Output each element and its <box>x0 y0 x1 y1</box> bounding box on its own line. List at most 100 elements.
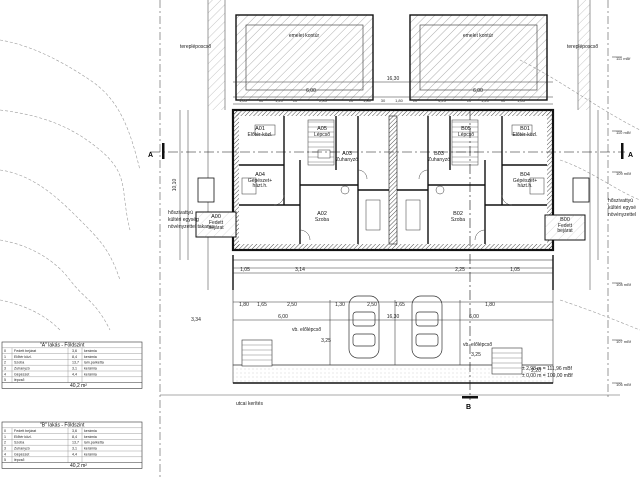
room-code-a01: A01 <box>255 126 265 132</box>
table-cell: kerámia <box>84 349 97 353</box>
table-cell: kerámia <box>84 367 97 371</box>
stairs <box>307 119 479 166</box>
table-cell: Fedett bejárat <box>14 429 36 433</box>
dim-top: 10 <box>467 98 472 103</box>
table-cell: 1 <box>4 355 6 359</box>
dim-top: 1,80 <box>363 98 372 103</box>
section-marker-a-right: A <box>628 152 633 159</box>
room-code-a05: A05 <box>317 126 327 132</box>
elevation-label: 106 mBf <box>616 382 632 387</box>
table-cell: 4 <box>4 372 6 376</box>
dim-top: 1,80 <box>395 98 404 103</box>
table-cell: 3,1 <box>72 447 77 451</box>
dim-top: 90 <box>259 98 264 103</box>
table-cell: Gépészet <box>14 372 29 376</box>
table-cell: lépcső <box>14 458 24 462</box>
room-name-b02: Szoba <box>451 217 465 223</box>
terrain-drain-label-right: terepléposcső <box>567 44 598 50</box>
dim-misc: 3,25 <box>321 338 331 344</box>
dim-total-top: 16,30 <box>387 76 400 82</box>
upper-floor-outline <box>235 14 548 101</box>
room-code-a03: A03 <box>342 151 352 157</box>
dim-parking: 1,65 <box>395 302 405 308</box>
table-cell: 3,1 <box>72 367 77 371</box>
table-cell: 4 <box>4 452 6 456</box>
table-cell: 0 <box>4 349 6 353</box>
table-cell: 2 <box>4 361 6 365</box>
dim-misc: 2,20 <box>531 368 541 374</box>
dim-top: 10 <box>293 98 298 103</box>
elevation-label: 110 mBf <box>616 130 631 135</box>
table-cell: 13,7 <box>72 441 79 445</box>
table-cell: kerámia <box>84 447 97 451</box>
slope-hatch-left <box>208 0 225 110</box>
front-step-label-left: vb. előlépcső <box>292 327 321 333</box>
table-title: "A" lakás - Földszint <box>40 343 85 349</box>
table-cell: 8,4 <box>72 435 77 439</box>
slope-hatch-right <box>578 0 590 110</box>
section-marker-a-left: A <box>148 152 153 159</box>
room-code-b01: B01 <box>520 126 530 132</box>
level-note-2: ± 0,00 m = 109,00 mBf <box>522 373 573 379</box>
heat-pump-units <box>197 177 590 203</box>
dim-bottom: 3,14 <box>295 267 305 273</box>
dim-bottom: 1,05 <box>240 267 250 273</box>
table-cell: 5 <box>4 378 6 382</box>
room-name-b04-2: házt.h. <box>517 183 532 189</box>
table-cell: Zuhanyzó <box>14 447 30 451</box>
dim-top: 1,65 <box>239 98 248 103</box>
elevation-label: 111 mBf <box>616 56 631 61</box>
table-cell: 3,6 <box>72 429 77 433</box>
table-cell: Gépészet <box>14 452 29 456</box>
heat-pump-note-left: kültéri egység <box>168 217 199 223</box>
dim-top: 10 <box>349 98 354 103</box>
dim-parking: 1,65 <box>257 302 267 308</box>
fixtures <box>241 124 545 231</box>
room-table-a: "A" lakás - Földszint 0 Fedett bejárat 3,6 k… <box>1 341 143 389</box>
room-name-a00-2: bejárat <box>208 225 224 231</box>
dim-parking: 2,50 <box>367 302 377 308</box>
table-cell: Fedett bejárat <box>14 349 36 353</box>
room-name-b00: Fedett <box>558 223 573 229</box>
building-footprint <box>231 108 555 252</box>
room-name-a04: Gépészet+ <box>248 178 272 184</box>
room-code-b05: B05 <box>461 126 471 132</box>
dim-bottom: 2,25 <box>455 267 465 273</box>
room-name-a05: Lépcső <box>314 132 330 138</box>
room-name-a02: Szoba <box>315 217 329 223</box>
room-name-a00: Fedett <box>209 220 224 226</box>
dim-misc: 3,34 <box>191 317 201 323</box>
dim-6-00-right: 6,00 <box>473 88 483 94</box>
upper-floor-label-right: emelet kontúr <box>463 33 494 39</box>
table-cell: Szoba <box>14 441 24 445</box>
room-code-b03: B03 <box>434 151 444 157</box>
dim-parking: 2,50 <box>287 302 297 308</box>
room-code-b00: B00 <box>560 217 570 223</box>
room-code-b02: B02 <box>453 211 463 217</box>
heat-pump-note-left: növényzettel takarva <box>168 224 214 230</box>
dim-misc: 3,25 <box>471 352 481 358</box>
dim-total-bottom: 16,30 <box>387 314 400 320</box>
room-code-a02: A02 <box>317 211 327 217</box>
table-cell: 3,6 <box>72 349 77 353</box>
room-code-a04: A04 <box>255 172 265 178</box>
dim-misc: 6,00 <box>469 314 479 320</box>
heat-pump-note-right: hőszivattyú <box>608 198 633 204</box>
dim-bottom: 1,05 <box>510 267 520 273</box>
table-total: 40,2 m² <box>70 463 87 469</box>
dim-top: 90 <box>501 98 506 103</box>
table-cell: lam.parketta <box>84 441 104 445</box>
table-cell: Zuhanyzó <box>14 367 30 371</box>
dim-top: 1,20 <box>275 98 284 103</box>
table-cell: 4,4 <box>72 372 77 376</box>
terrain-drain-label-left: terepléposcső <box>180 44 211 50</box>
table-cell: kerámia <box>84 372 97 376</box>
table-cell: 1 <box>4 435 6 439</box>
dim-misc: 6,00 <box>278 314 288 320</box>
table-cell: 5 <box>4 458 6 462</box>
dim-top: 4,25 <box>438 98 447 103</box>
dim-6-00-left: 6,00 <box>306 88 316 94</box>
table-cell: kerámia <box>84 429 97 433</box>
table-title: "B" lakás - Földszint <box>40 423 85 429</box>
